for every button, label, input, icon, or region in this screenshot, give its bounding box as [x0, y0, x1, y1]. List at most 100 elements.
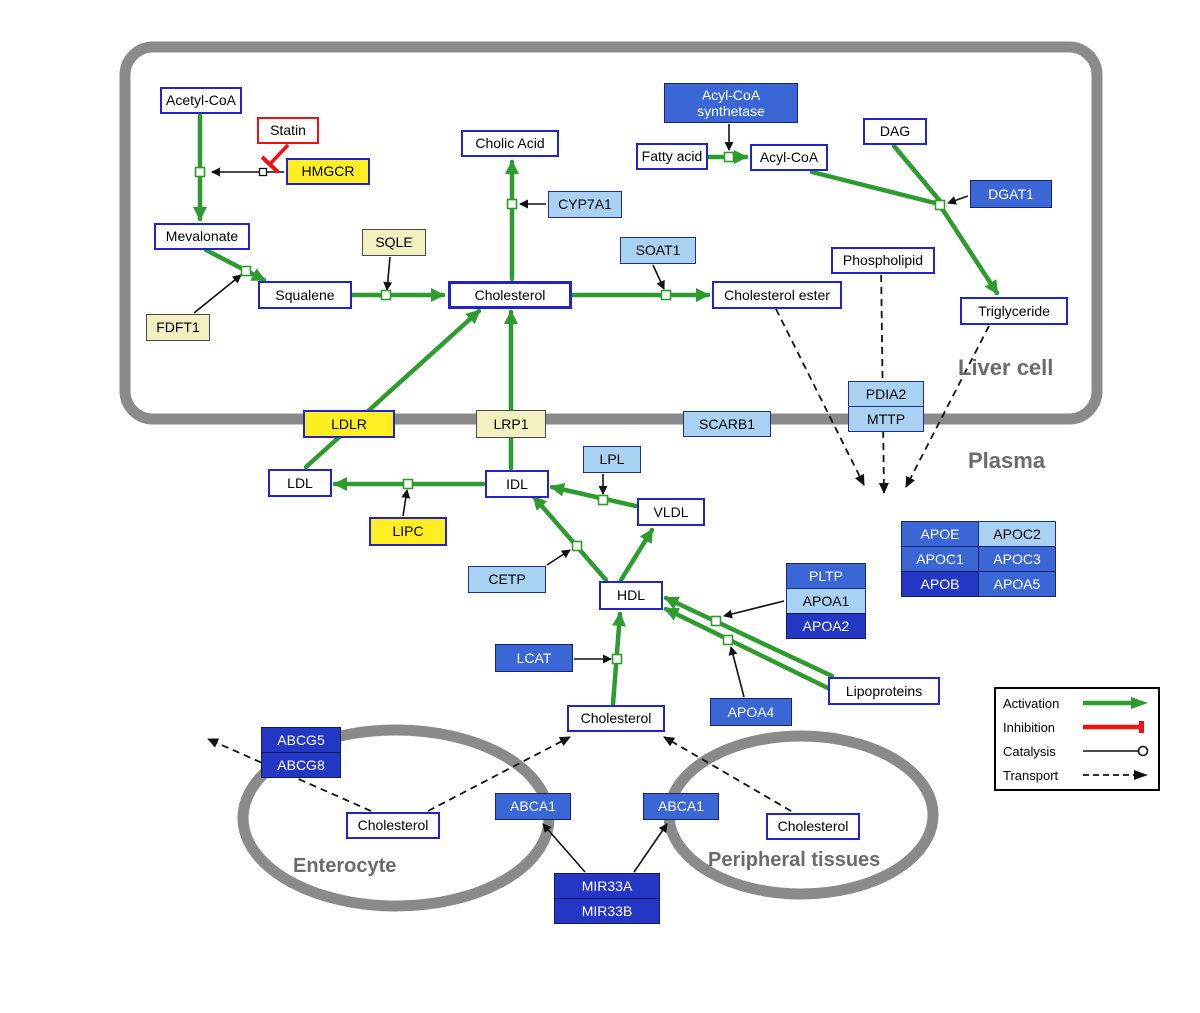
node-dgat1[interactable]: DGAT1	[970, 180, 1052, 208]
transport-peripheral-cholesterol	[663, 736, 792, 812]
peripheral-tissues-label: Peripheral tissues	[708, 849, 881, 871]
legend-inhibition-label: Inhibition	[1003, 719, 1056, 735]
edge-vldl-idl	[549, 482, 639, 509]
node-abca1-enterocyte[interactable]: ABCA1	[495, 793, 571, 820]
node-mir33a[interactable]: MIR33A	[554, 873, 660, 899]
legend-catalysis-label: Catalysis	[1003, 743, 1056, 759]
catalysis-circle-glyph	[1083, 745, 1149, 757]
node-abcg5[interactable]: ABCG5	[261, 727, 341, 753]
legend: Activation Inhibition Catalysis Transpor…	[994, 687, 1160, 791]
node-vldl[interactable]: VLDL	[637, 498, 705, 526]
legend-row-inhibition: Inhibition	[996, 719, 1158, 735]
node-scarb1[interactable]: SCARB1	[683, 411, 771, 437]
node-mttp[interactable]: MTTP	[848, 406, 924, 432]
inhibition-edge-statin	[260, 143, 290, 174]
catalysis-fdft1	[193, 274, 242, 314]
inhibition-tbar-glyph	[1083, 721, 1144, 733]
anchor-soat1-rxn	[660, 289, 672, 301]
anchor-lipc-rxn	[402, 478, 414, 490]
node-idl[interactable]: IDL	[485, 470, 549, 498]
activation-arrow-glyph	[1083, 697, 1148, 709]
node-ldlr[interactable]: LDLR	[303, 410, 395, 438]
edge-hdl-vldl	[618, 527, 655, 583]
node-cetp[interactable]: CETP	[468, 566, 546, 593]
edge-dag-junction	[891, 143, 943, 204]
node-dag[interactable]: DAG	[863, 118, 927, 145]
catalysis-lipc	[401, 489, 411, 517]
node-cholesterol-ester[interactable]: Cholesterol ester	[712, 281, 842, 309]
node-apoa5[interactable]: APOA5	[978, 571, 1056, 597]
anchor-sqle-rxn	[380, 289, 392, 301]
enterocyte-label: Enterocyte	[293, 855, 397, 877]
node-cholesterol-liver[interactable]: Cholesterol	[448, 281, 572, 309]
node-apoa1[interactable]: APOA1	[786, 588, 866, 614]
node-triglyceride[interactable]: Triglyceride	[960, 297, 1068, 325]
node-fatty-acid[interactable]: Fatty acid	[636, 143, 708, 170]
transport-edges	[207, 262, 990, 812]
node-soat1[interactable]: SOAT1	[620, 237, 696, 264]
node-cyp7a1[interactable]: CYP7A1	[548, 191, 622, 218]
node-apoc3[interactable]: APOC3	[978, 546, 1056, 572]
node-lipc[interactable]: LIPC	[369, 517, 447, 546]
anchor-cyp7a1-rxn	[506, 198, 518, 210]
transport-cholesterolester-plasma	[775, 308, 865, 486]
node-cholesterol-enterocyte[interactable]: Cholesterol	[346, 812, 440, 839]
node-apoa4[interactable]: APOA4	[710, 698, 792, 726]
legend-row-catalysis: Catalysis	[996, 743, 1158, 759]
node-ldl[interactable]: LDL	[268, 469, 332, 497]
node-acetyl-coa[interactable]: Acetyl-CoA	[160, 87, 242, 114]
edge-mevalonate-squalene	[203, 247, 267, 283]
edge-hdl-idl	[531, 494, 609, 583]
catalysis-apoa4	[728, 646, 745, 698]
node-hdl[interactable]: HDL	[599, 581, 663, 610]
node-abca1-peripheral[interactable]: ABCA1	[643, 793, 719, 820]
anchor-hmgcr-rxn	[194, 166, 206, 178]
node-apob[interactable]: APOB	[901, 571, 979, 597]
node-mir33b[interactable]: MIR33B	[554, 898, 660, 924]
node-cholic-acid[interactable]: Cholic Acid	[461, 130, 559, 157]
legend-transport-label: Transport	[1003, 767, 1059, 783]
node-hmgcr[interactable]: HMGCR	[286, 158, 370, 185]
node-lipoproteins[interactable]: Lipoproteins	[828, 677, 940, 705]
edge-ldl-cholesterol-via-ldlr	[303, 308, 482, 470]
node-apoc1[interactable]: APOC1	[901, 546, 979, 572]
transport-phospholipid-plasma	[878, 262, 889, 494]
node-cholesterol-plasma[interactable]: Cholesterol	[567, 705, 665, 732]
edge-acylcoa-junction	[809, 169, 942, 207]
node-apoe[interactable]: APOE	[901, 521, 979, 547]
anchor-fdft1-rxn	[240, 265, 252, 277]
node-statin[interactable]: Statin	[257, 117, 319, 144]
node-lrp1[interactable]: LRP1	[476, 410, 546, 438]
node-pltp[interactable]: PLTP	[786, 563, 866, 589]
node-apoa2[interactable]: APOA2	[786, 613, 866, 639]
anchor-cetp-rxn	[571, 540, 583, 552]
node-lpl[interactable]: LPL	[583, 446, 641, 473]
node-fdft1[interactable]: FDFT1	[146, 314, 210, 341]
node-squalene[interactable]: Squalene	[258, 281, 352, 309]
legend-activation-label: Activation	[1003, 695, 1060, 711]
node-cholesterol-peripheral[interactable]: Cholesterol	[766, 813, 860, 840]
node-phospholipid[interactable]: Phospholipid	[831, 247, 935, 274]
node-apoc2[interactable]: APOC2	[978, 521, 1056, 547]
node-sqle[interactable]: SQLE	[362, 229, 426, 256]
liver-cell-label: Liver cell	[958, 355, 1054, 380]
anchor-dgat1-rxn	[934, 199, 946, 211]
catalysis-soat1	[652, 264, 665, 290]
node-abcg8[interactable]: ABCG8	[261, 752, 341, 778]
node-mevalonate[interactable]: Mevalonate	[154, 223, 250, 250]
edge-lipoproteins-hdl-upper	[663, 595, 835, 679]
inhibition-tbar	[260, 155, 280, 174]
inhibition-line	[268, 143, 290, 166]
transport-enterocyte-cholesterol	[427, 736, 571, 812]
node-acyl-coa[interactable]: Acyl-CoA	[750, 144, 828, 171]
edge-mir33-abca1-right	[633, 823, 668, 873]
node-lcat[interactable]: LCAT	[495, 644, 573, 672]
anchor-acylcoa-rxn	[723, 151, 735, 163]
node-pdia2[interactable]: PDIA2	[848, 381, 924, 407]
transport-triglyceride-plasma	[905, 325, 990, 488]
node-acyl-coa-synthetase[interactable]: Acyl-CoA synthetase	[664, 83, 798, 123]
anchor-lpl-rxn	[597, 494, 609, 506]
edge-lipoproteins-hdl-lower	[663, 606, 839, 695]
anchor-apoa4-rxn	[722, 634, 734, 646]
